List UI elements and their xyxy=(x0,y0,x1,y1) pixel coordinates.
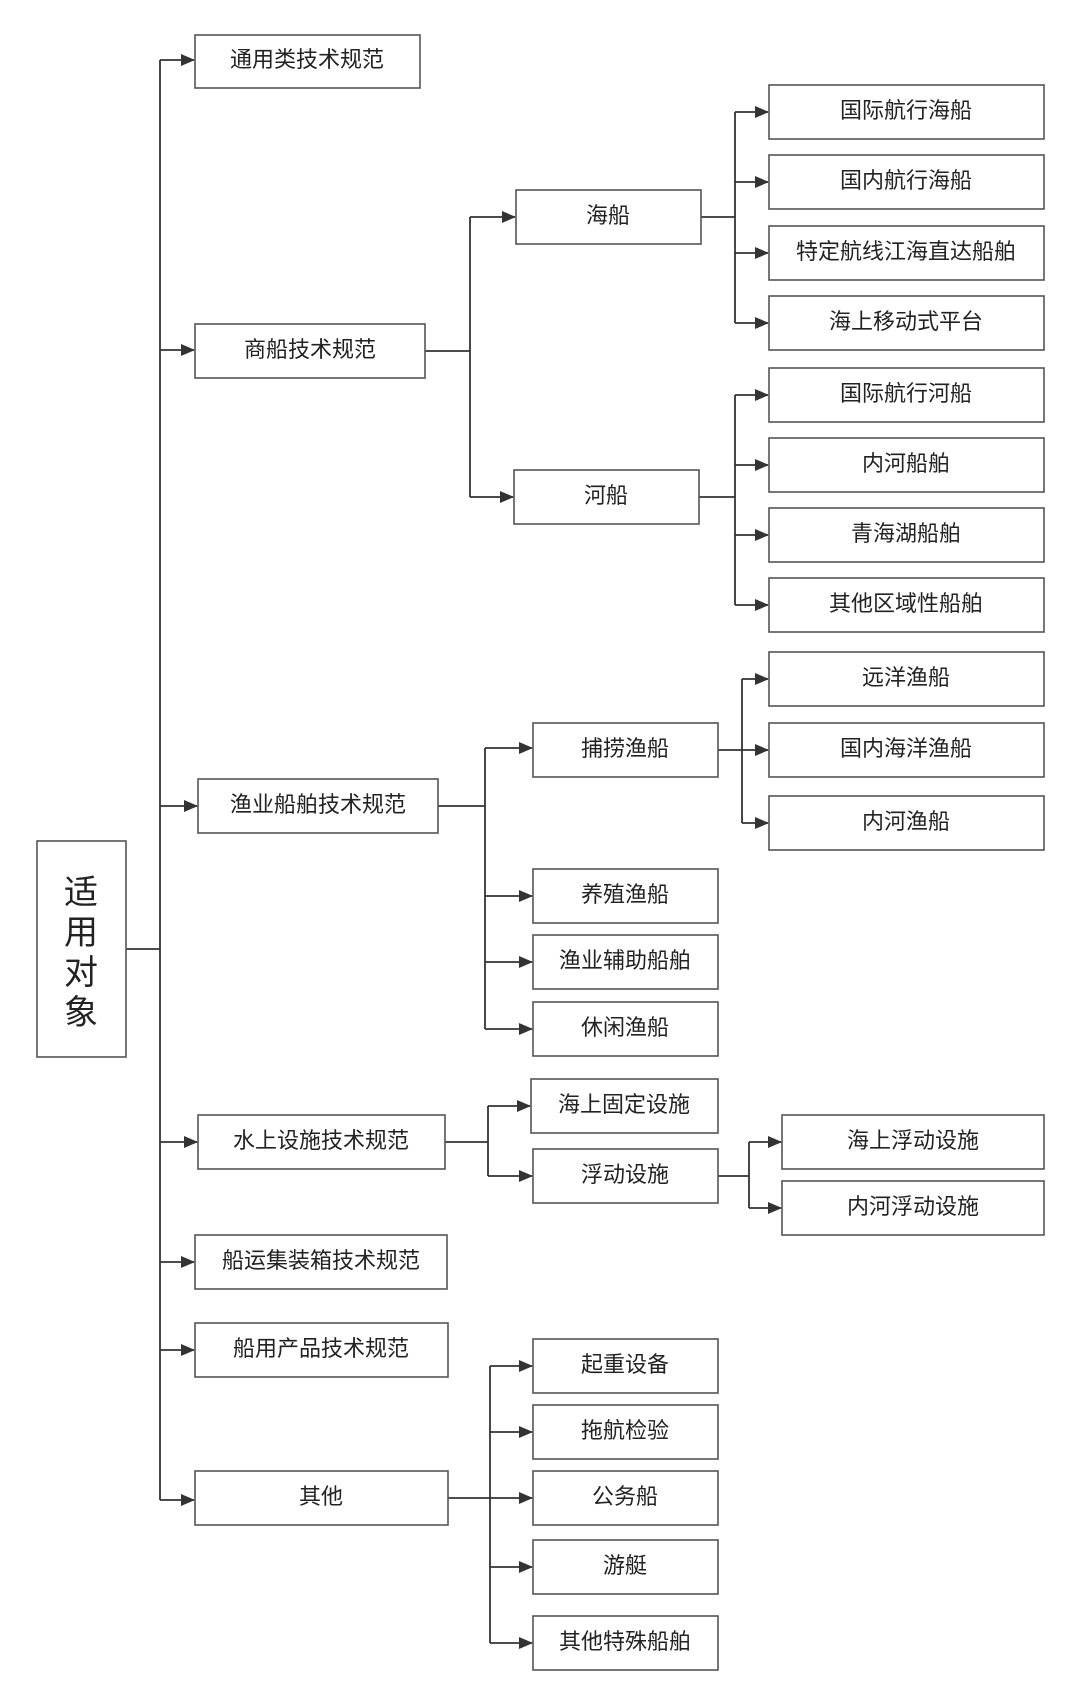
node-intl-river-ship: 国际航行河船 xyxy=(768,367,1045,423)
node-label: 国内航行海船 xyxy=(840,169,972,194)
node-container: 船运集装箱技术规范 xyxy=(194,1234,448,1290)
node-towing-inspection: 拖航检验 xyxy=(532,1404,719,1460)
node-lifting-equipment: 起重设备 xyxy=(532,1338,719,1394)
node-fixed-facility: 海上固定设施 xyxy=(530,1078,719,1134)
node-label: 水上设施技术规范 xyxy=(233,1129,409,1154)
node-label: 游艇 xyxy=(603,1554,647,1579)
root-char-1: 适 xyxy=(64,873,98,913)
node-label: 国内海洋渔船 xyxy=(840,737,972,762)
node-other: 其他 xyxy=(194,1470,449,1526)
node-official-ship: 公务船 xyxy=(532,1470,719,1526)
node-label: 特定航线江海直达船舶 xyxy=(796,240,1016,265)
node-catching-fishing: 捕捞渔船 xyxy=(532,722,719,778)
node-label: 船用产品技术规范 xyxy=(233,1337,409,1362)
node-inland-floating: 内河浮动设施 xyxy=(781,1180,1045,1236)
node-domestic-sea-ship: 国内航行海船 xyxy=(768,154,1045,210)
node-merchant: 商船技术规范 xyxy=(194,323,426,379)
root-char-4: 象 xyxy=(64,993,98,1033)
node-sea-ship: 海船 xyxy=(515,189,702,245)
node-river-sea-direct: 特定航线江海直达船舶 xyxy=(768,225,1045,281)
node-ocean-fishing: 远洋渔船 xyxy=(768,651,1045,707)
node-label: 海船 xyxy=(586,204,630,229)
node-label: 其他区域性船舶 xyxy=(829,592,983,617)
node-label: 国际航行河船 xyxy=(840,382,972,407)
node-aquaculture: 养殖渔船 xyxy=(532,868,719,924)
node-label: 通用类技术规范 xyxy=(230,48,384,73)
root-char-3: 对 xyxy=(64,953,98,993)
node-inland-ship: 内河船舶 xyxy=(768,437,1045,493)
node-label: 浮动设施 xyxy=(581,1163,669,1188)
node-floating-facility: 浮动设施 xyxy=(532,1148,719,1204)
node-qinghai-lake-ship: 青海湖船舶 xyxy=(768,507,1045,563)
node-inland-fishing: 内河渔船 xyxy=(768,795,1045,851)
node-label: 远洋渔船 xyxy=(862,666,950,691)
node-general: 通用类技术规范 xyxy=(194,34,421,89)
node-label: 海上固定设施 xyxy=(558,1093,690,1118)
node-label: 休闲渔船 xyxy=(581,1016,669,1041)
node-label: 捕捞渔船 xyxy=(581,737,669,762)
node-label: 其他特殊船舶 xyxy=(559,1630,691,1655)
node-label: 渔业船舶技术规范 xyxy=(230,793,406,818)
root-char-2: 用 xyxy=(64,913,98,953)
node-label: 国际航行海船 xyxy=(840,99,972,124)
root-node: 适 用 对 象 xyxy=(36,840,127,1058)
node-product: 船用产品技术规范 xyxy=(194,1322,449,1378)
node-yacht: 游艇 xyxy=(532,1539,719,1595)
node-label: 商船技术规范 xyxy=(244,338,376,363)
connectors xyxy=(126,54,782,1649)
node-intl-sea-ship: 国际航行海船 xyxy=(768,84,1045,140)
node-label: 海上移动式平台 xyxy=(829,310,983,335)
node-label: 公务船 xyxy=(592,1485,658,1510)
node-label: 内河船舶 xyxy=(862,452,950,477)
node-label: 其他 xyxy=(299,1485,343,1510)
node-domestic-marine-fishing: 国内海洋渔船 xyxy=(768,722,1045,778)
node-offshore-platform: 海上移动式平台 xyxy=(768,295,1045,351)
node-label: 河船 xyxy=(584,484,628,509)
node-fishery: 渔业船舶技术规范 xyxy=(197,778,439,834)
node-label: 内河渔船 xyxy=(862,810,950,835)
node-leisure-fishing: 休闲渔船 xyxy=(532,1001,719,1057)
node-label: 内河浮动设施 xyxy=(847,1195,979,1220)
node-special-ship: 其他特殊船舶 xyxy=(532,1615,719,1671)
node-fishery-aux: 渔业辅助船舶 xyxy=(532,934,719,990)
node-label: 养殖渔船 xyxy=(581,883,669,908)
node-label: 渔业辅助船舶 xyxy=(559,949,691,974)
node-sea-floating: 海上浮动设施 xyxy=(781,1114,1045,1170)
node-label: 船运集装箱技术规范 xyxy=(222,1249,420,1274)
node-label: 海上浮动设施 xyxy=(847,1129,979,1154)
node-label: 拖航检验 xyxy=(581,1419,669,1444)
node-label: 青海湖船舶 xyxy=(851,522,961,547)
node-regional-ship: 其他区域性船舶 xyxy=(768,577,1045,633)
node-label: 起重设备 xyxy=(581,1353,669,1378)
node-river-ship: 河船 xyxy=(513,469,700,525)
node-facility: 水上设施技术规范 xyxy=(197,1114,446,1170)
